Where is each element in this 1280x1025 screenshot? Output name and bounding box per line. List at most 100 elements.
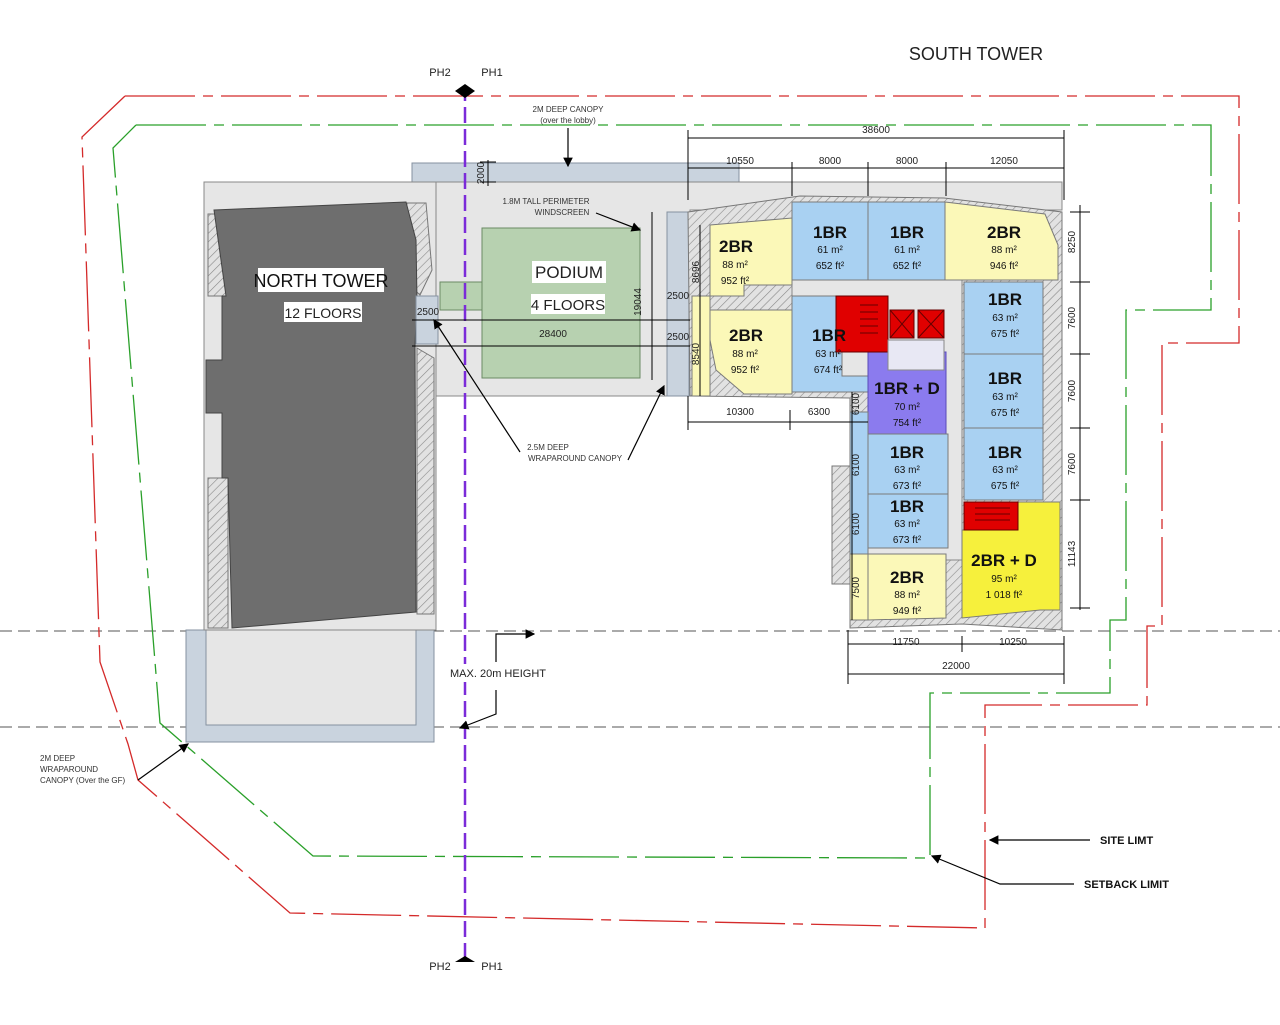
setback-limit-arrow [930, 854, 1074, 885]
unit-label-10: 1BR 63 m² 675 ft² [988, 443, 1022, 492]
unit-area-ft: 652 ft² [816, 261, 845, 272]
unit-area-m: 88 m² [722, 260, 748, 271]
unit-label-12: 2BR 88 m² 949 ft² [890, 568, 924, 617]
dim-6100-a: 6100 [851, 392, 862, 415]
stair-core-b [963, 501, 1019, 531]
dim-7600-a: 7600 [1067, 306, 1078, 329]
unit-area-ft: 674 ft² [814, 365, 843, 376]
unit-label-1: 1BR 61 m² 652 ft² [813, 223, 847, 272]
unit-area-m: 63 m² [894, 465, 920, 476]
dim-2000: 2000 [476, 161, 487, 184]
podium-connector [439, 281, 485, 311]
unit-type: 1BR [988, 290, 1022, 309]
dim-6100-c: 6100 [851, 512, 862, 535]
unit-type: 1BR [988, 369, 1022, 388]
unit-1br-a[interactable] [791, 201, 869, 281]
unit-type: 1BR [890, 443, 924, 462]
unit-label-5: 1BR 63 m² 674 ft² [812, 326, 846, 376]
unit-label-2: 1BR 61 m² 652 ft² [890, 223, 924, 272]
unit-1br-d[interactable] [963, 281, 1044, 355]
north-tower-floors: 12 FLOORS [284, 305, 361, 321]
unit-area-ft: 652 ft² [893, 261, 922, 272]
north-tower-wall-right-bottom [416, 347, 435, 615]
unit-type: 2BR [987, 223, 1021, 242]
phase-marker-top [455, 84, 475, 98]
unit-label-8: 1BR 63 m² 675 ft² [988, 369, 1022, 419]
dim-10550: 10550 [726, 156, 754, 167]
dim-11143: 11143 [1067, 540, 1078, 567]
dim-8540: 8540 [691, 342, 702, 365]
note-gf-canopy-1: 2M DEEP [40, 754, 75, 763]
lobby-canopy [411, 162, 740, 183]
phase-marker-bottom [455, 956, 475, 962]
unit-1br-g[interactable] [963, 427, 1044, 501]
unit-area-m: 95 m² [991, 574, 1017, 585]
unit-label-0: 2BR 88 m² 952 ft² [719, 237, 753, 287]
note-site-limit: SITE LIMT [1100, 835, 1153, 847]
unit-label-9: 1BR 63 m² 673 ft² [890, 443, 924, 492]
north-tower-name: NORTH TOWER [253, 271, 388, 291]
unit-label-7: 1BR + D 70 m² 754 ft² [874, 379, 940, 429]
unit-type: 2BR + D [971, 551, 1037, 570]
unit-label-13: 2BR + D 95 m² 1 018 ft² [971, 551, 1037, 601]
phase-label-ph1-bottom: PH1 [481, 961, 502, 973]
windscreen-arrow [595, 212, 642, 232]
unit-area-ft: 1 018 ft² [986, 590, 1023, 601]
unit-side-strip-c [691, 295, 711, 397]
north-tower-floors-bg [284, 302, 362, 322]
unit-area-m: 63 m² [894, 519, 920, 530]
unit-1br-h[interactable] [867, 493, 949, 549]
unit-area-m: 63 m² [992, 313, 1018, 324]
unit-type: 1BR [890, 223, 924, 242]
dim-8000-b: 8000 [896, 156, 919, 167]
dim-6300: 6300 [808, 407, 831, 418]
phase-label-ph2-bottom: PH2 [429, 961, 450, 973]
podium-floors-bg [531, 294, 605, 314]
dim-7600-c: 7600 [1067, 452, 1078, 475]
height-arrow-down [458, 690, 497, 730]
podium-canopy-right [666, 211, 690, 397]
dim-10300: 10300 [726, 407, 754, 418]
north-tower-base-inner [205, 629, 417, 726]
unit-type: 1BR + D [874, 379, 940, 398]
unit-area-ft: 675 ft² [991, 408, 1020, 419]
unit-area-ft: 673 ft² [893, 481, 922, 492]
unit-label-3: 2BR 88 m² 946 ft² [987, 223, 1021, 272]
north-tower-footprint [205, 201, 418, 629]
unit-side-strip-b [849, 553, 869, 621]
unit-2br-b[interactable] [944, 201, 1059, 281]
dim-7500: 7500 [851, 576, 862, 599]
unit-area-m: 63 m² [815, 349, 841, 360]
dim-28400: 28400 [539, 329, 567, 340]
unit-type: 2BR [890, 568, 924, 587]
dim-19044: 19044 [633, 288, 644, 316]
unit-1br-e[interactable] [963, 353, 1044, 429]
note-setback-limit: SETBACK LIMIT [1084, 879, 1169, 891]
unit-area-ft: 675 ft² [991, 329, 1020, 340]
dim-12050: 12050 [990, 156, 1018, 167]
gf-canopy-arrow [137, 743, 189, 781]
phase-label-ph2: PH2 [429, 67, 450, 79]
dim-7600-b: 7600 [1067, 379, 1078, 402]
unit-type: 1BR [813, 223, 847, 242]
phase-label-ph1: PH1 [481, 67, 502, 79]
dim-2500-c: 2500 [667, 332, 690, 343]
note-canopy-lobby-sub: (over the lobby) [540, 116, 596, 125]
unit-type: 2BR [729, 326, 763, 345]
unit-area-ft: 952 ft² [721, 276, 750, 287]
setback-limit-line [112, 124, 1212, 859]
unit-area-ft: 675 ft² [991, 481, 1020, 492]
top-dimension-chains [412, 130, 1090, 684]
dim-6100-b: 6100 [851, 453, 862, 476]
podium-label-bg [532, 261, 606, 283]
site-limit-line [81, 95, 1240, 929]
note-max-height: MAX. 20m HEIGHT [450, 668, 546, 680]
dim-8250: 8250 [1067, 230, 1078, 253]
note-wrap-canopy-2: WRAPAROUND CANOPY [528, 454, 623, 463]
unit-area-ft: 946 ft² [990, 261, 1019, 272]
unit-1br-f[interactable] [867, 433, 949, 495]
unit-type: 1BR [812, 326, 846, 345]
podium-floors: 4 FLOORS [531, 297, 605, 314]
unit-area-ft: 673 ft² [893, 535, 922, 546]
